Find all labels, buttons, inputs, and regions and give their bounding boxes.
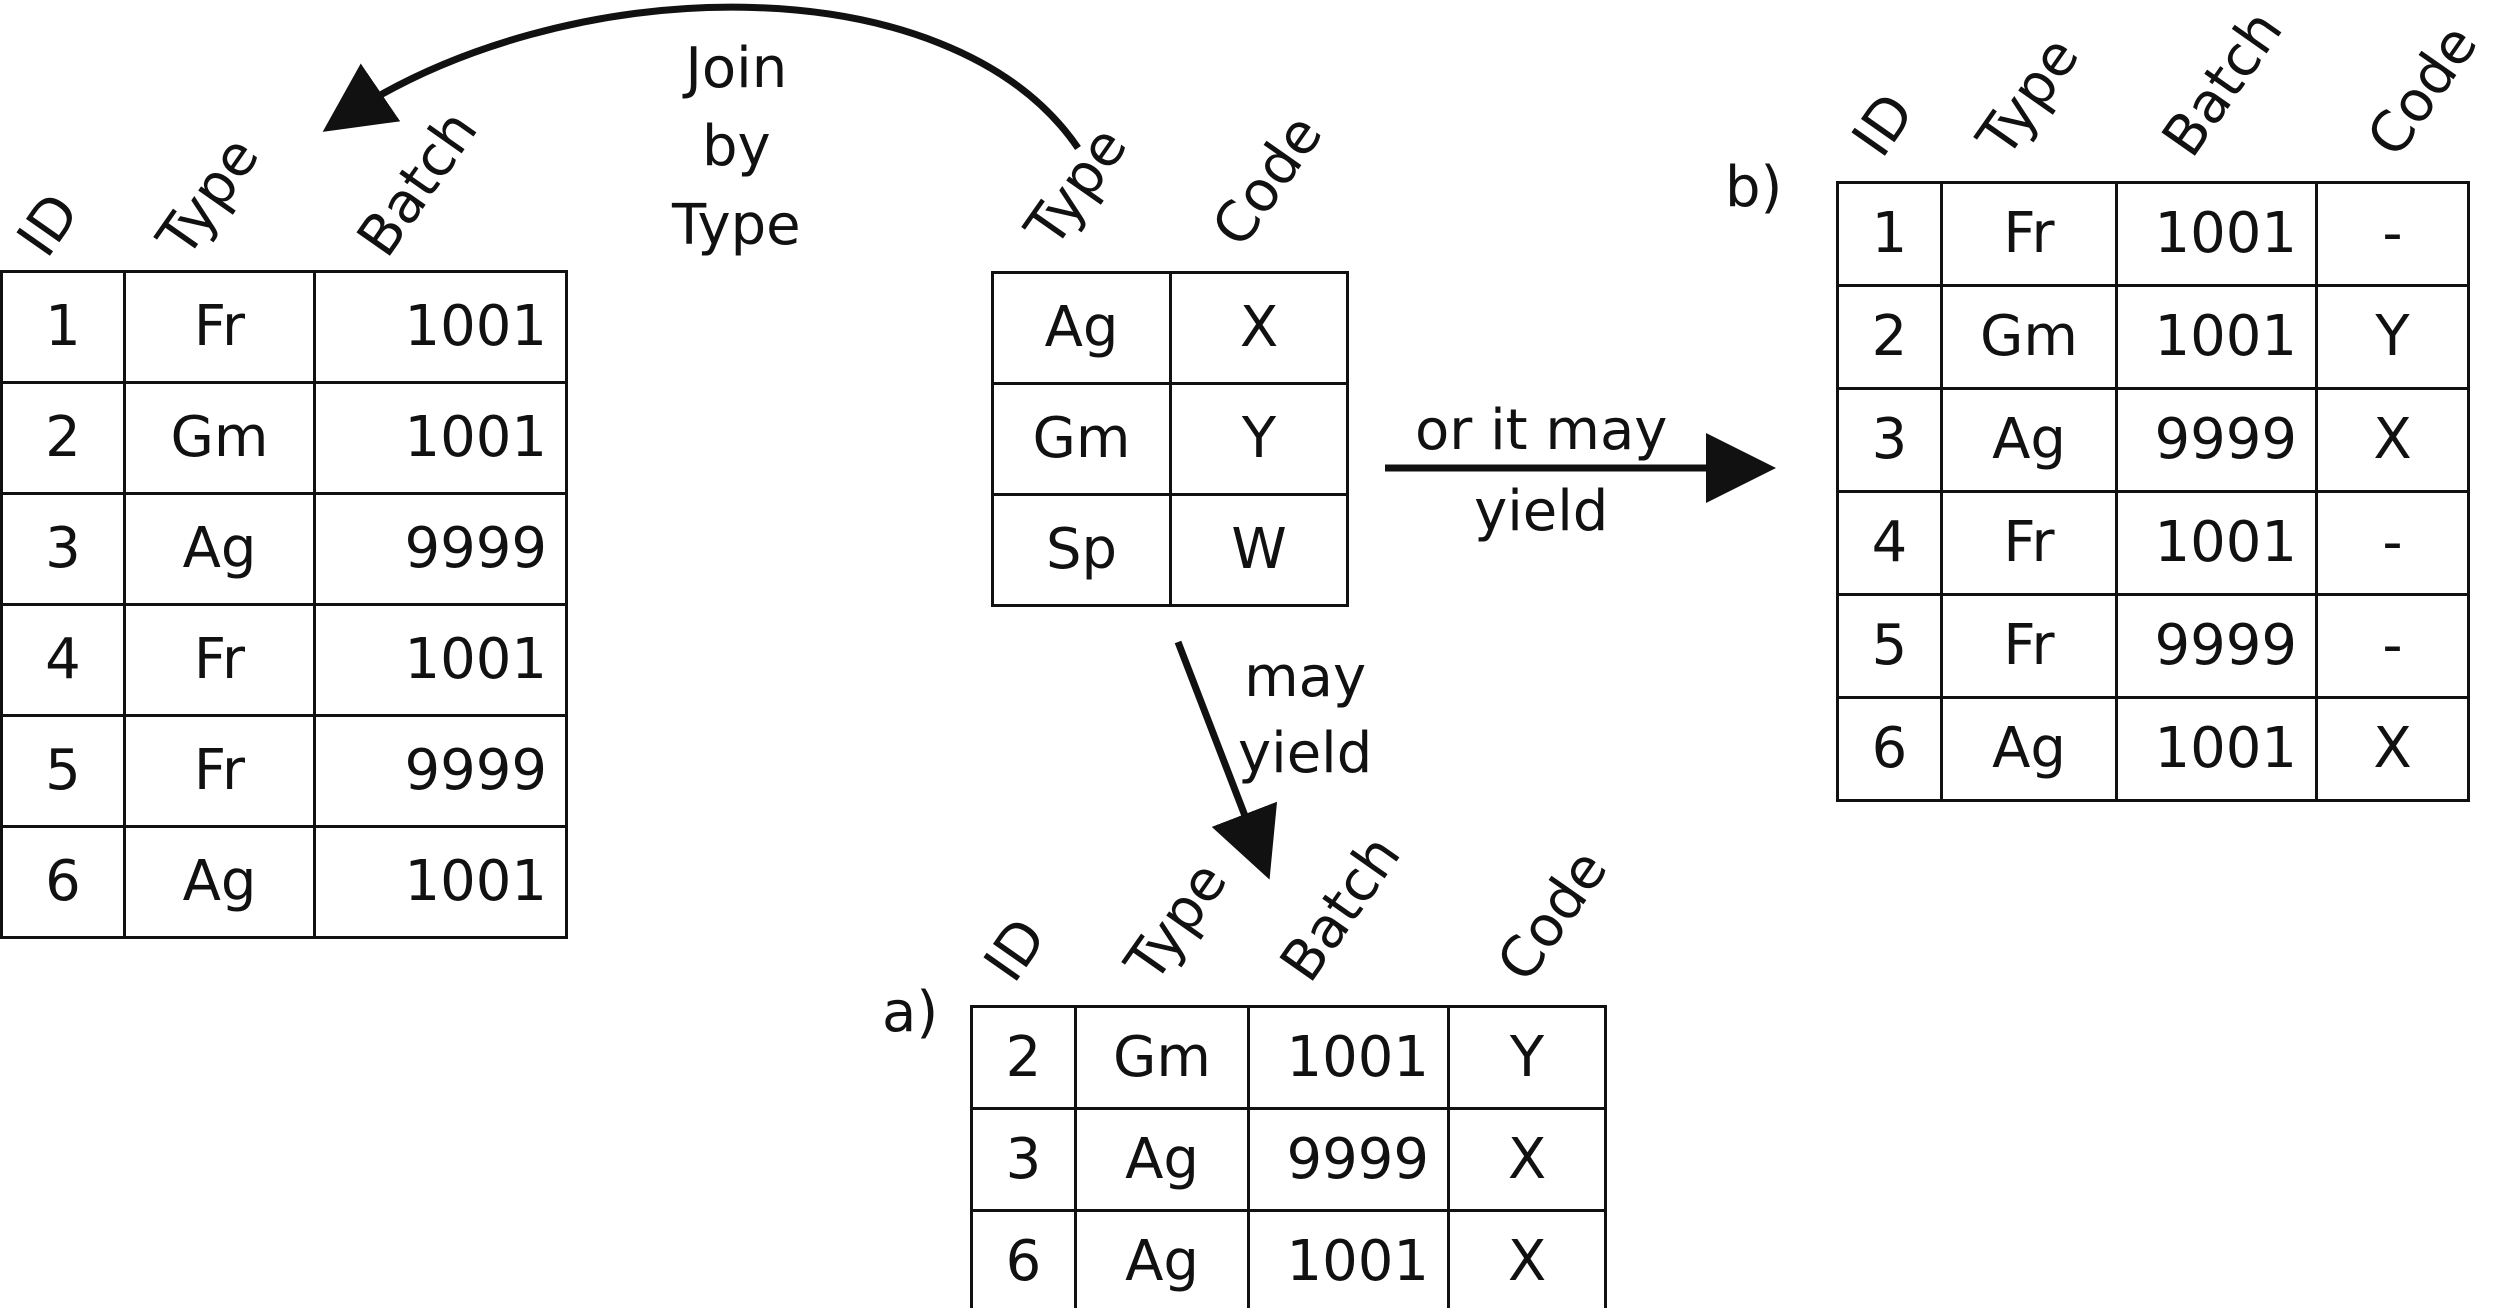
table-row: 6 Ag 1001 X xyxy=(970,1209,1607,1308)
table-row: 2 Gm 1001 xyxy=(0,381,568,495)
cell-id: 4 xyxy=(0,603,126,717)
cell-batch: 9999 xyxy=(1247,1107,1450,1212)
cell-id: 2 xyxy=(1836,284,1943,390)
cell-id: 5 xyxy=(1836,593,1943,699)
table-row: 5 Fr 9999 - xyxy=(1836,593,2470,699)
cell-type: Gm xyxy=(991,382,1172,496)
cell-type: Ag xyxy=(991,271,1172,385)
table-row: Ag X xyxy=(991,271,1349,385)
cell-id: 3 xyxy=(970,1107,1077,1212)
cell-code: Y xyxy=(1447,1005,1607,1110)
cell-type: Ag xyxy=(1940,696,2118,802)
cell-batch: 1001 xyxy=(313,825,568,939)
cell-batch: 1001 xyxy=(1247,1209,1450,1308)
cell-type: Fr xyxy=(123,603,316,717)
cell-type: Ag xyxy=(123,492,316,606)
left-table: 1 Fr 1001 2 Gm 1001 3 Ag 9999 4 Fr 1001 … xyxy=(0,270,568,939)
cell-batch: 9999 xyxy=(313,492,568,606)
may-yield-label: may yield xyxy=(1238,640,1372,791)
cell-id: 6 xyxy=(0,825,126,939)
cell-code: X xyxy=(1447,1209,1607,1308)
cell-type: Fr xyxy=(1940,490,2118,596)
cell-type: Ag xyxy=(1074,1107,1250,1212)
or-may-yield-line: yield xyxy=(1474,479,1609,545)
cell-id: 3 xyxy=(1836,387,1943,493)
table-row: 3 Ag 9999 X xyxy=(970,1107,1607,1212)
cell-batch: 1001 xyxy=(1247,1005,1450,1110)
result-a-table: 2 Gm 1001 Y 3 Ag 9999 X 6 Ag 1001 X xyxy=(970,1005,1607,1308)
join-label-line: by xyxy=(701,114,771,180)
cell-type: Fr xyxy=(123,714,316,828)
cell-code: X xyxy=(1447,1107,1607,1212)
cell-id: 2 xyxy=(970,1005,1077,1110)
cell-code: Y xyxy=(1169,382,1349,496)
result-b-label: b) xyxy=(1725,155,1783,220)
code-table: Ag X Gm Y Sp W xyxy=(991,271,1349,607)
cell-batch: 1001 xyxy=(2115,284,2318,390)
cell-type: Fr xyxy=(123,270,316,384)
table-row: 6 Ag 1001 X xyxy=(1836,696,2470,802)
cell-id: 6 xyxy=(1836,696,1943,802)
cell-id: 3 xyxy=(0,492,126,606)
cell-id: 1 xyxy=(1836,181,1943,287)
cell-batch: 1001 xyxy=(2115,490,2318,596)
table-row: 3 Ag 9999 X xyxy=(1836,387,2470,493)
cell-batch: 9999 xyxy=(313,714,568,828)
table-row: 1 Fr 1001 xyxy=(0,270,568,384)
join-arrow xyxy=(322,3,1081,150)
table-row: Gm Y xyxy=(991,382,1349,496)
cell-id: 4 xyxy=(1836,490,1943,596)
cell-batch: 1001 xyxy=(313,603,568,717)
result-a-label: a) xyxy=(882,980,939,1045)
table-row: 6 Ag 1001 xyxy=(0,825,568,939)
table-row: 5 Fr 9999 xyxy=(0,714,568,828)
cell-code: X xyxy=(1169,271,1349,385)
table-row: 4 Fr 1001 - xyxy=(1836,490,2470,596)
cell-code: - xyxy=(2315,490,2470,596)
join-label-line: Join xyxy=(685,36,788,101)
may-yield-line: may xyxy=(1244,645,1367,710)
table-row: 3 Ag 9999 xyxy=(0,492,568,606)
cell-type: Gm xyxy=(123,381,316,495)
cell-id: 6 xyxy=(970,1209,1077,1308)
table-row: 2 Gm 1001 Y xyxy=(970,1005,1607,1110)
cell-id: 1 xyxy=(0,270,126,384)
cell-code: - xyxy=(2315,593,2470,699)
cell-id: 2 xyxy=(0,381,126,495)
cell-code: - xyxy=(2315,181,2470,287)
table-row: 4 Fr 1001 xyxy=(0,603,568,717)
table-row: Sp W xyxy=(991,493,1349,607)
cell-type: Sp xyxy=(991,493,1172,607)
cell-batch: 9999 xyxy=(2115,387,2318,493)
table-row: 2 Gm 1001 Y xyxy=(1836,284,2470,390)
join-by-type-label: Join by Type xyxy=(672,30,801,265)
cell-id: 5 xyxy=(0,714,126,828)
cell-batch: 1001 xyxy=(2115,696,2318,802)
cell-type: Gm xyxy=(1074,1005,1250,1110)
cell-type: Fr xyxy=(1940,181,2118,287)
join-label-line: Type xyxy=(672,192,801,258)
may-yield-arrow xyxy=(1174,640,1278,880)
cell-type: Gm xyxy=(1940,284,2118,390)
cell-code: Y xyxy=(2315,284,2470,390)
table-row: 1 Fr 1001 - xyxy=(1836,181,2470,287)
cell-code: X xyxy=(2315,696,2470,802)
cell-batch: 1001 xyxy=(313,270,568,384)
cell-code: W xyxy=(1169,493,1349,607)
cell-type: Ag xyxy=(1940,387,2118,493)
or-may-yield-line: or it may xyxy=(1415,398,1668,463)
cell-type: Fr xyxy=(1940,593,2118,699)
cell-code: X xyxy=(2315,387,2470,493)
cell-batch: 9999 xyxy=(2115,593,2318,699)
or-may-yield-label: or it may yield xyxy=(1415,390,1667,552)
cell-type: Ag xyxy=(123,825,316,939)
may-yield-line: yield xyxy=(1238,720,1373,786)
cell-batch: 1001 xyxy=(2115,181,2318,287)
cell-type: Ag xyxy=(1074,1209,1250,1308)
result-b-table: 1 Fr 1001 - 2 Gm 1001 Y 3 Ag 9999 X 4 Fr… xyxy=(1836,181,2470,802)
cell-batch: 1001 xyxy=(313,381,568,495)
